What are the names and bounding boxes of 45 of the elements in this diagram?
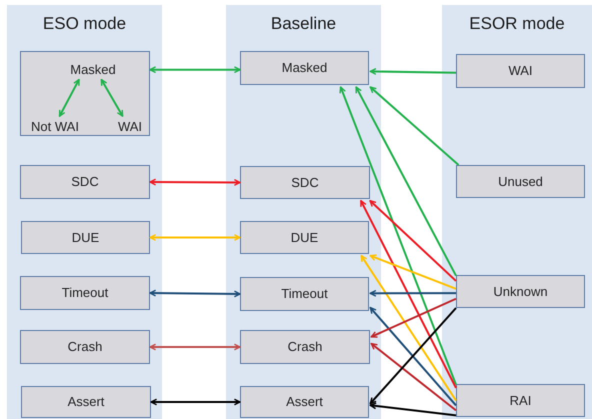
state-box: WAI xyxy=(456,54,585,88)
arrow xyxy=(370,68,456,75)
state-box: Masked xyxy=(240,51,369,85)
state-box xyxy=(20,51,150,136)
state-label: Not WAI xyxy=(27,118,83,135)
state-box: Timeout xyxy=(20,276,150,310)
state-box: Assert xyxy=(21,386,151,418)
column-band xyxy=(442,5,592,419)
state-box: DUE xyxy=(240,221,369,254)
state-box: RAI xyxy=(456,384,585,417)
state-label: WAI xyxy=(114,118,146,135)
column-heading: ESO mode xyxy=(42,13,128,34)
state-box: Assert xyxy=(240,386,369,418)
arrow xyxy=(370,298,456,338)
arrow xyxy=(370,402,456,416)
state-box: SDC xyxy=(240,166,370,199)
arrow xyxy=(360,254,457,402)
arrow xyxy=(369,200,457,282)
state-box: DUE xyxy=(21,221,150,254)
arrow xyxy=(370,254,456,290)
state-box: Crash xyxy=(20,330,150,364)
state-label: Masked xyxy=(67,61,119,78)
state-box: Unknown xyxy=(456,275,585,308)
state-box: Crash xyxy=(240,330,370,364)
arrow xyxy=(149,234,241,241)
arrow xyxy=(149,344,241,350)
column-heading: Baseline xyxy=(270,13,338,34)
state-box: Unused xyxy=(456,165,585,198)
arrow xyxy=(355,86,457,276)
column-band xyxy=(226,5,381,419)
state-box: SDC xyxy=(20,165,150,199)
arrow xyxy=(149,178,241,186)
state-box: Timeout xyxy=(240,277,369,311)
arrow xyxy=(149,66,241,74)
column-band xyxy=(7,5,162,419)
arrow xyxy=(370,86,460,166)
arrow xyxy=(339,86,457,386)
arrow xyxy=(370,342,457,412)
arrow xyxy=(100,78,124,117)
arrow xyxy=(149,290,241,298)
arrow xyxy=(370,290,456,297)
arrow xyxy=(58,78,80,117)
arrow xyxy=(360,200,457,388)
column-heading: ESOR mode xyxy=(468,13,566,34)
arrow xyxy=(150,398,241,406)
